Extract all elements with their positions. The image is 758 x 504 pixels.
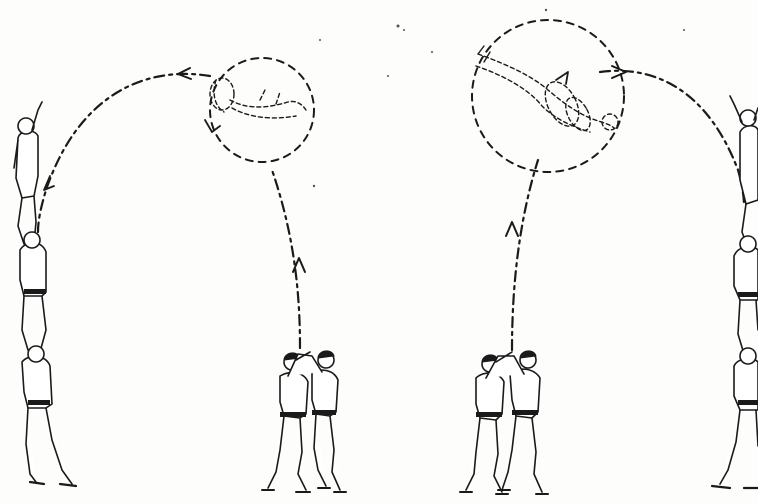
right-rotation-circle [472,20,624,172]
left-rotation-circle [210,58,314,162]
scan-specks [313,9,685,187]
right-panel [460,20,758,494]
right-flipping-figure [476,46,618,135]
left-flipping-figure [210,78,306,118]
right-launch-trajectory [512,160,538,350]
left-catcher-column [14,102,76,486]
left-throwers [262,351,346,492]
right-throwers [460,351,548,494]
left-panel [14,58,346,492]
right-launch-arrow [506,222,518,236]
right-dismount-trajectory [600,71,744,206]
left-launch-trajectory [272,170,300,348]
right-catcher-column [712,96,758,488]
left-dismount-trajectory [38,74,210,232]
